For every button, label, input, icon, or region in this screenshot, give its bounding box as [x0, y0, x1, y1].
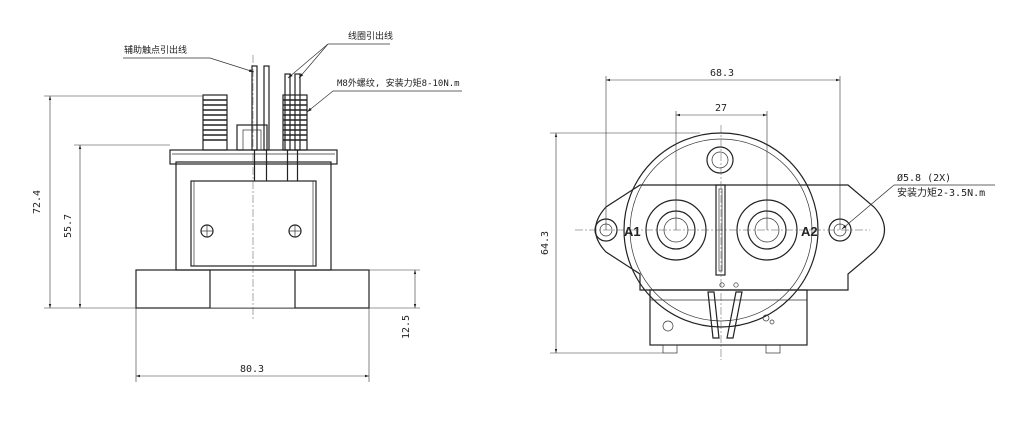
flange: [594, 184, 886, 291]
terminal-a2-label: A2: [801, 224, 818, 239]
dim-total-height: 72.4: [32, 190, 43, 214]
stud-left: [202, 94, 228, 151]
screw-right-icon: [288, 224, 302, 238]
side-view: 辅助触点引出线 线圈引出线 M8外螺纹, 安装力矩8-10N.m 72.4 55…: [32, 30, 462, 382]
hole-diameter-label: Ø5.8 (2X): [897, 172, 951, 184]
dim-base-width: 80.3: [240, 364, 264, 375]
terminal-a1-label: A1: [624, 224, 641, 239]
screw-left-icon: [200, 224, 214, 238]
hole-torque-label: 安装力矩2-3.5N.m: [897, 186, 985, 199]
top-view: A1 A2 68.3 27 64: [540, 68, 995, 360]
thread-note: M8外螺纹, 安装力矩8-10N.m: [337, 77, 460, 89]
dim-terminal-spacing: 27: [715, 103, 727, 114]
aux-lead-label: 辅助触点引出线: [124, 44, 187, 56]
top-boss: [706, 146, 734, 174]
lower-body: [649, 289, 808, 346]
top-lead-wires: [707, 291, 775, 339]
dim-body-height: 55.7: [63, 214, 74, 238]
housing: [175, 161, 332, 271]
aux-lead-wires: [251, 65, 270, 181]
front-plate: [190, 180, 317, 267]
dim-top-height: 64.3: [540, 231, 551, 255]
dim-flange-width: 68.3: [710, 68, 734, 79]
dim-base-height: 12.5: [401, 315, 412, 339]
coil-lead-label: 线圈引出线: [348, 30, 393, 42]
coil-lead-wires: [284, 73, 301, 181]
